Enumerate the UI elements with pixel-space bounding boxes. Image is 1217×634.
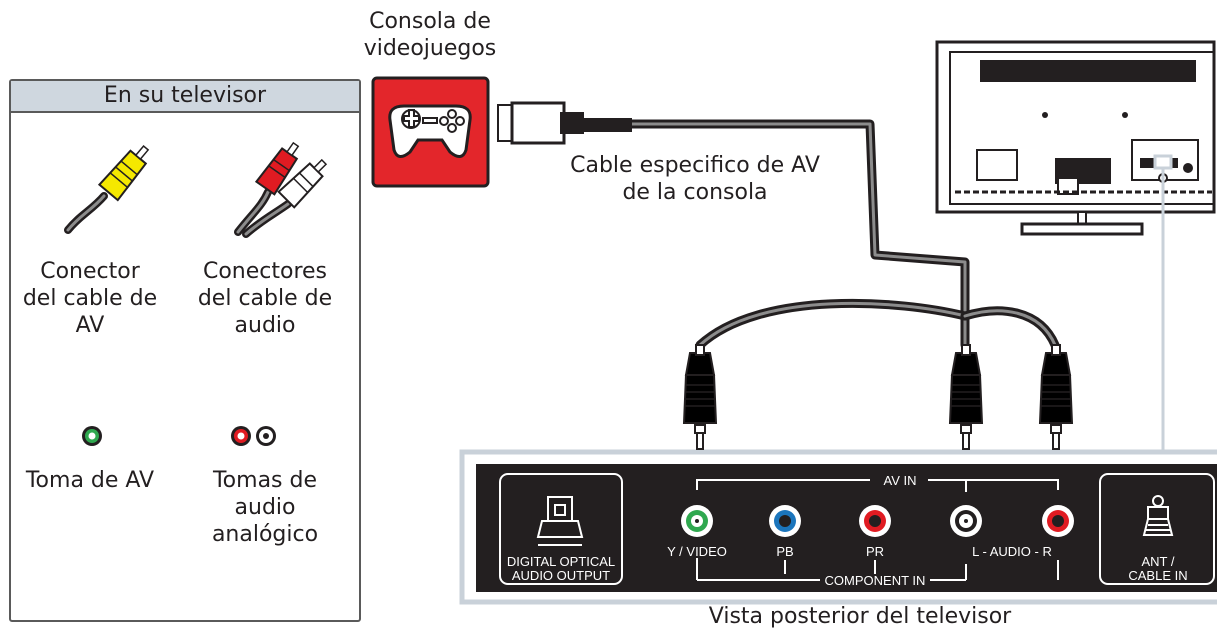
audio-jacks-label-line-3: analógico [211, 522, 319, 547]
av-cable [625, 119, 1060, 350]
digital-optical-label-line-1: DIGITAL OPTICAL [507, 554, 615, 569]
av-connector-label-line-1: Conector [40, 259, 140, 284]
audio-jacks-label: Tomas de audio analógico [185, 467, 345, 548]
tv-input-panel: DIGITAL OPTICAL AUDIO OUTPUT AV IN COMPO… [459, 449, 1217, 605]
tv-rear-illustration [935, 40, 1216, 236]
y-video-label: Y / VIDEO [667, 544, 727, 559]
console-cable-connector [497, 101, 632, 145]
ant-label-line-1: ANT / [1142, 554, 1175, 569]
jack-audio-left [950, 505, 982, 537]
gamepad-icon [388, 104, 472, 158]
pr-label: PR [866, 544, 884, 559]
av-jack-label: Toma de AV [25, 468, 155, 493]
jack-pb [769, 505, 801, 537]
legend-audio-jack-red [231, 426, 251, 446]
legend-title: En su televisor [11, 81, 359, 113]
av-connector-label: Conector del cable de AV [15, 258, 165, 339]
av-cable-label-line-2: de la consola [622, 180, 768, 205]
jack-y-video [681, 505, 713, 537]
rca-plug-yellow: #rp-y .pf{fill:#f5e800} [683, 344, 717, 450]
optical-port-icon [536, 496, 584, 546]
pb-label: PB [776, 544, 793, 559]
audio-connectors-label-line-2: del cable de [197, 286, 333, 311]
console-label-line-1: Consola de [369, 9, 491, 34]
game-console-box [371, 76, 490, 188]
legend-audio-jack-white [256, 426, 276, 446]
av-connector-label-line-2: del cable de [22, 286, 158, 311]
rca-plug-white: #rp-w .pf{fill:#ffffff} [949, 344, 983, 450]
jack-audio-right [1042, 505, 1074, 537]
av-cable-label: Cable especifico de AV de la consola [545, 152, 845, 206]
audio-connectors-label-line-1: Conectores [202, 259, 328, 284]
av-cable-label-line-1: Cable especifico de AV [570, 153, 820, 178]
legend-av-jack [82, 426, 102, 446]
console-label: Consola de videojuegos [330, 8, 530, 62]
tv-panel-link [1153, 154, 1173, 452]
jack-pr [859, 505, 891, 537]
audio-connectors-label: Conectores del cable de audio [190, 258, 340, 339]
legend-audio-cable-illustration [234, 141, 328, 238]
av-in-label: AV IN [884, 473, 917, 488]
av-connector-label-line-3: AV [75, 313, 105, 338]
console-label-line-2: videojuegos [363, 36, 497, 61]
tv-rear-view-label: Vista posterior del televisor [708, 604, 1012, 629]
audio-connectors-label-line-3: audio [234, 313, 296, 338]
digital-optical-label-line-2: AUDIO OUTPUT [512, 568, 610, 583]
legend-av-cable-illustration [64, 144, 150, 234]
component-in-label: COMPONENT IN [825, 573, 926, 588]
audio-jacks-label-line-1: Tomas de [212, 468, 318, 493]
ant-label-line-2: CABLE IN [1128, 568, 1187, 583]
rca-plug-red: #rp-r .pf{fill:#e01b22} [1039, 344, 1073, 450]
audio-label: L - AUDIO - R [972, 544, 1052, 559]
antenna-connector-icon [1142, 495, 1174, 536]
audio-jacks-label-line-2: audio [234, 495, 296, 520]
